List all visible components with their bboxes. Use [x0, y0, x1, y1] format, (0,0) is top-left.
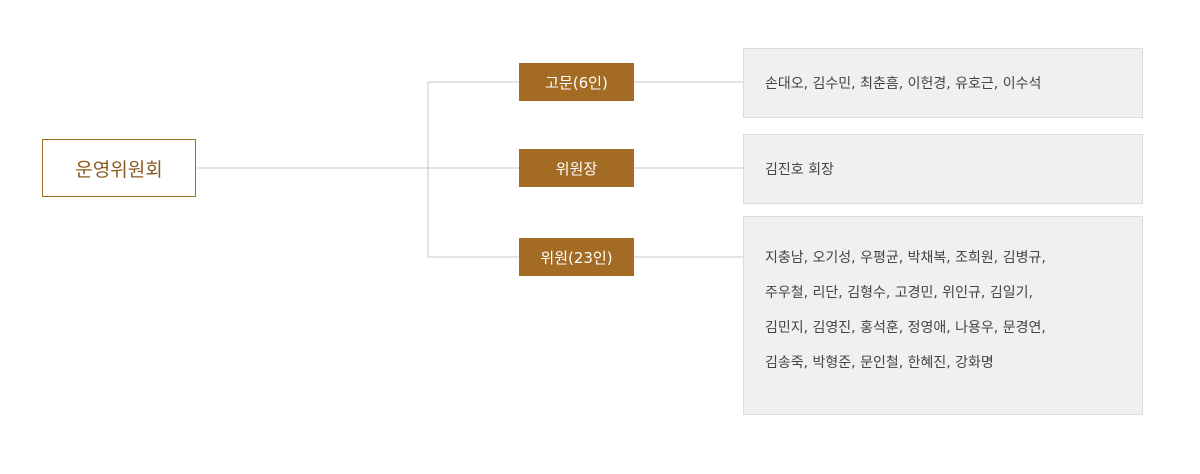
branch-node-members: 위원(23인): [519, 238, 634, 276]
detail-text-members-line-2: 주우철, 리단, 김형수, 고경민, 위인규, 김일기,: [765, 285, 1033, 301]
detail-box-chair: 김진호 회장: [743, 134, 1143, 204]
detail-text-chair: 김진호 회장: [765, 162, 834, 178]
branch-label-chair: 위원장: [555, 159, 598, 178]
branch-node-chair: 위원장: [519, 149, 634, 187]
root-node: 운영위원회: [42, 139, 196, 197]
detail-text-members-line-3: 김민지, 김영진, 홍석훈, 정영애, 나용우, 문경연,: [765, 320, 1046, 336]
root-label: 운영위원회: [75, 158, 163, 181]
detail-box-advisors: 손대오, 김수민, 최춘흠, 이헌경, 유호근, 이수석: [743, 48, 1143, 118]
detail-text-advisors: 손대오, 김수민, 최춘흠, 이헌경, 유호근, 이수석: [765, 76, 1042, 92]
detail-box-members: 지충남, 오기성, 우평균, 박채복, 조희원, 김병규, 주우철, 리단, 김…: [743, 216, 1143, 415]
detail-text-members-line-4: 김송죽, 박형준, 문인철, 한혜진, 강화명: [765, 355, 994, 371]
branch-node-advisors: 고문(6인): [519, 63, 634, 101]
branch-label-advisors: 고문(6인): [545, 73, 608, 92]
detail-text-members-line-1: 지충남, 오기성, 우평균, 박채복, 조희원, 김병규,: [765, 250, 1046, 266]
branch-label-members: 위원(23인): [540, 248, 613, 267]
